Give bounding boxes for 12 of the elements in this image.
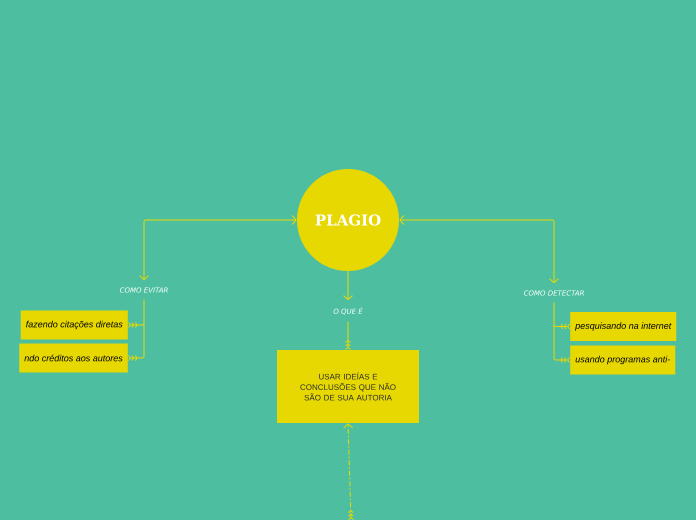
definition-box: USAR IDEÍAS E CONCLUSÕES QUE NÃO SÃO DE SUA AUTORIA	[277, 350, 419, 423]
connector-arrow	[345, 321, 351, 350]
connector-arrow	[554, 302, 570, 363]
subtopic-box: usando programas anti-	[570, 346, 676, 374]
connector-arrow	[399, 215, 559, 284]
connector-arrow	[343, 423, 354, 520]
connector-arrow	[343, 270, 353, 300]
subtopic-box: fazendo citações diretas	[20, 310, 128, 340]
connector-arrow	[128, 299, 144, 361]
subtopic-box: pesquisando na internet	[570, 312, 676, 341]
subtopic-box: ndo créditos aos autores	[19, 344, 128, 372]
connector-arrow	[139, 215, 297, 280]
